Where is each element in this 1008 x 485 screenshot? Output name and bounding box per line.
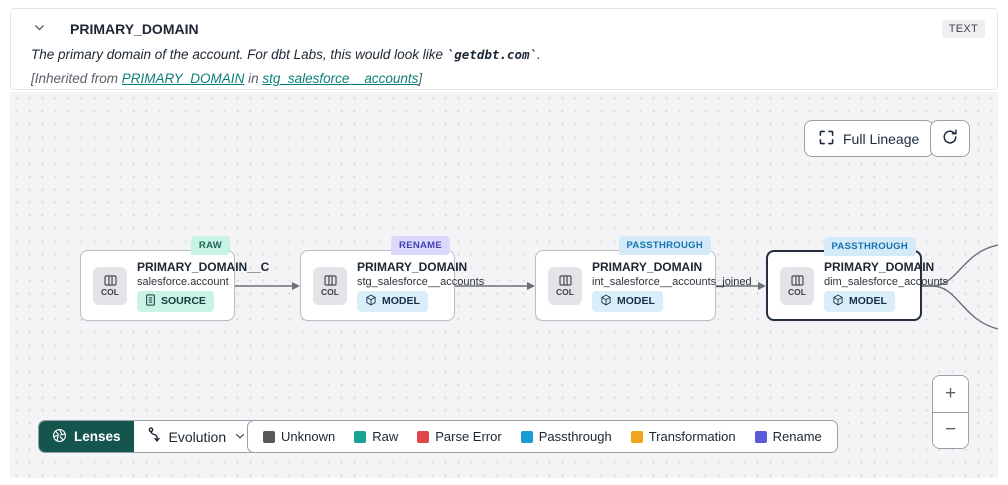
chevron-down-icon bbox=[234, 429, 246, 445]
zoom-in-button[interactable]: + bbox=[933, 376, 968, 412]
evolution-badge: RENAME bbox=[391, 236, 450, 255]
legend-swatch bbox=[417, 430, 430, 443]
node-column-name: PRIMARY_DOMAIN bbox=[824, 259, 935, 274]
lens-selected-label: Evolution bbox=[168, 428, 227, 445]
resource-type-label: SOURCE bbox=[161, 295, 206, 307]
lineage-node-dim-selected[interactable]: PASSTHROUGH COL PRIMARY_DOMAIN dim_sales… bbox=[766, 237, 949, 321]
legend-swatch bbox=[630, 430, 643, 443]
inherited-suffix: ] bbox=[418, 71, 423, 86]
resource-type-tag: MODEL bbox=[824, 290, 895, 312]
column-description: The primary domain of the account. For d… bbox=[31, 47, 541, 62]
lenses-button[interactable]: Lenses bbox=[39, 421, 134, 452]
model-cube-icon bbox=[600, 294, 612, 309]
inherited-column-link[interactable]: PRIMARY_DOMAIN bbox=[121, 71, 245, 86]
refresh-lineage-button[interactable] bbox=[930, 120, 970, 157]
resource-type-label: MODEL bbox=[849, 295, 887, 307]
evolution-path-icon bbox=[147, 427, 161, 446]
lens-aperture-icon bbox=[52, 428, 67, 446]
inherited-prefix: [Inherited from bbox=[31, 71, 122, 86]
column-icon: COL bbox=[780, 266, 814, 305]
column-details-panel: PRIMARY_DOMAIN TEXT The primary domain o… bbox=[10, 8, 998, 90]
evolution-legend: Unknown Raw Parse Error Passthrough Tran… bbox=[247, 420, 838, 453]
lineage-node-source[interactable]: RAW COL PRIMARY_DOMAIN__C salesforce.acc… bbox=[80, 236, 270, 321]
legend-label: Transformation bbox=[648, 429, 736, 444]
column-type-badge: TEXT bbox=[941, 20, 985, 38]
legend-swatch bbox=[354, 430, 367, 443]
evolution-badge: PASSTHROUGH bbox=[823, 237, 916, 256]
description-code: `getdbt.com` bbox=[446, 47, 538, 62]
column-header-row: PRIMARY_DOMAIN TEXT bbox=[31, 19, 985, 39]
column-name-title: PRIMARY_DOMAIN bbox=[70, 21, 199, 37]
node-model-name: stg_salesforce__accounts bbox=[357, 275, 485, 288]
inherited-middle: in bbox=[244, 71, 263, 86]
divider bbox=[933, 411, 968, 413]
node-model-name: salesforce.account bbox=[137, 275, 229, 288]
evolution-badge: PASSTHROUGH bbox=[618, 236, 711, 255]
col-label: COL bbox=[101, 286, 119, 297]
legend-item: Parse Error bbox=[417, 429, 502, 444]
lineage-node-intermediate[interactable]: PASSTHROUGH COL PRIMARY_DOMAIN int_sales… bbox=[535, 236, 752, 321]
column-icon: COL bbox=[548, 266, 582, 305]
col-label: COL bbox=[321, 286, 339, 297]
column-icon: COL bbox=[93, 266, 127, 305]
legend-label: Unknown bbox=[281, 429, 336, 444]
node-model-name: int_salesforce__accounts_joined bbox=[592, 275, 752, 288]
full-lineage-button[interactable]: Full Lineage bbox=[804, 120, 935, 157]
model-cube-icon bbox=[832, 294, 844, 309]
resource-type-tag: MODEL bbox=[357, 290, 428, 312]
legend-label: Passthrough bbox=[538, 429, 612, 444]
resource-type-label: MODEL bbox=[617, 295, 655, 307]
lineage-node-staging[interactable]: RENAME COL PRIMARY_DOMAIN stg_salesforce… bbox=[300, 236, 485, 321]
description-text: The primary domain of the account. For d… bbox=[31, 47, 447, 62]
evolution-badge: RAW bbox=[190, 236, 230, 255]
node-column-name: PRIMARY_DOMAIN bbox=[592, 259, 703, 274]
legend-item: Raw bbox=[354, 429, 398, 444]
description-period: . bbox=[537, 47, 541, 62]
node-column-name: PRIMARY_DOMAIN bbox=[357, 259, 468, 274]
refresh-icon bbox=[942, 129, 958, 148]
legend-swatch bbox=[754, 430, 767, 443]
legend-item: Rename bbox=[754, 429, 822, 444]
inherited-from-note: [Inherited from PRIMARY_DOMAIN in stg_sa… bbox=[31, 71, 422, 86]
legend-label: Rename bbox=[772, 429, 822, 444]
zoom-controls: + − bbox=[932, 375, 969, 449]
node-model-name: dim_salesforce_accounts bbox=[824, 275, 949, 288]
resource-type-tag: SOURCE bbox=[137, 290, 214, 312]
col-label: COL bbox=[556, 286, 574, 297]
legend-item: Passthrough bbox=[520, 429, 612, 444]
legend-label: Parse Error bbox=[435, 429, 502, 444]
col-label: COL bbox=[788, 286, 806, 297]
resource-type-label: MODEL bbox=[382, 295, 420, 307]
collapse-toggle-button[interactable] bbox=[31, 19, 48, 39]
zoom-out-button[interactable]: − bbox=[933, 412, 968, 448]
source-icon bbox=[145, 293, 156, 309]
legend-swatch bbox=[263, 430, 275, 443]
inherited-model-link[interactable]: stg_salesforce__accounts bbox=[262, 71, 419, 86]
legend-label: Raw bbox=[372, 429, 399, 444]
lenses-control: Lenses Evolution bbox=[38, 420, 261, 453]
resource-type-tag: MODEL bbox=[592, 290, 663, 312]
column-icon: COL bbox=[313, 266, 347, 305]
model-cube-icon bbox=[365, 294, 377, 309]
fullscreen-brackets-icon bbox=[819, 130, 834, 148]
node-column-name: PRIMARY_DOMAIN__C bbox=[137, 259, 270, 274]
legend-item: Unknown bbox=[263, 429, 335, 444]
legend-swatch bbox=[520, 430, 533, 443]
full-lineage-label: Full Lineage bbox=[843, 130, 920, 147]
chevron-down-icon bbox=[33, 21, 46, 37]
legend-item: Transformation bbox=[630, 429, 736, 444]
lenses-label: Lenses bbox=[74, 429, 121, 444]
lens-dropdown[interactable]: Evolution bbox=[133, 421, 260, 452]
lineage-canvas[interactable]: Full Lineage RAW COL PRIMARY_DOMAIN__C s… bbox=[10, 92, 998, 478]
